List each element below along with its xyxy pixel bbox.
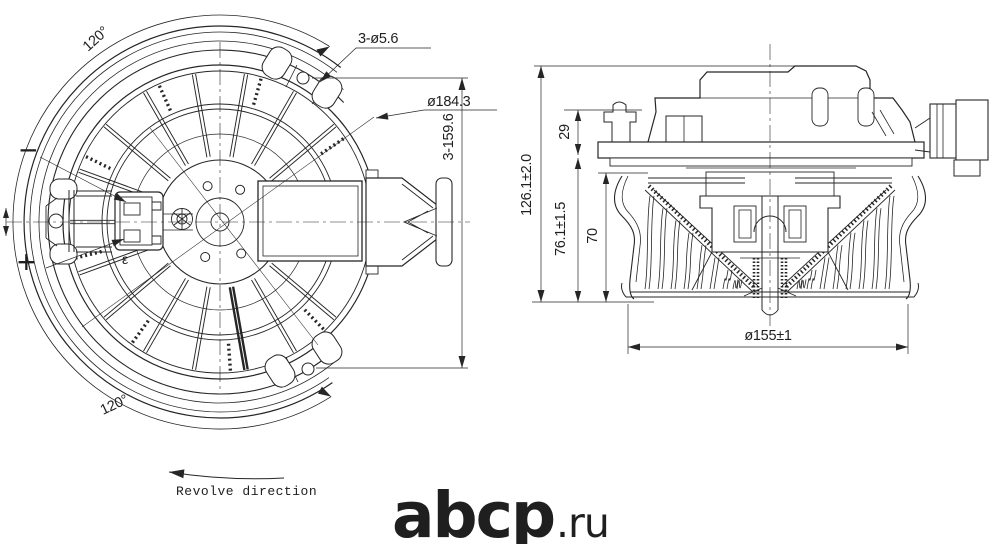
watermark-brand: abcp [392, 479, 554, 544]
hole-pitch-label: 3-159.6 [441, 113, 457, 160]
clip-mark: ε [122, 251, 128, 267]
angle-top-label: 120° [80, 24, 112, 55]
side-view [532, 44, 989, 354]
power-connector [114, 191, 193, 251]
front-view [3, 14, 497, 480]
wheel-blades [644, 195, 895, 290]
volute-outline [23, 25, 345, 419]
minus-polarity-mark: − [19, 132, 38, 168]
overall-height-label: 126.1±2.0 [519, 154, 535, 216]
angle-bottom-label: 120° [98, 392, 131, 419]
angle-dimension-arc [12, 14, 332, 430]
plus-polarity-mark: + [17, 244, 36, 280]
bolt-circle-label: ø184.3 [427, 94, 471, 110]
centerlines [6, 42, 470, 392]
fan-wheel [613, 167, 927, 316]
side-housing [597, 65, 925, 167]
mount-holes-label: 3-ø5.6 [358, 31, 398, 47]
flange-offset-label: 29 [557, 124, 573, 140]
revolve-direction-arrow [168, 469, 285, 480]
annotations: 120° 120° 3-ø5.6 ø184.3 3-159.6 − + ε Re… [17, 24, 792, 499]
body-height-label: 76.1±1.5 [553, 202, 569, 256]
side-view-dimensions [532, 65, 909, 354]
wheel-dia-label: ø155±1 [744, 328, 792, 344]
watermark-tld: .ru [556, 499, 609, 544]
wheel-height-label: 70 [585, 228, 601, 244]
watermark: abcp .ru [392, 479, 610, 544]
mount-lugs [45, 46, 343, 388]
outlet-duct [257, 180, 363, 262]
side-connector [914, 99, 989, 177]
left-bracket [45, 178, 112, 265]
revolve-direction-label: Revolve direction [176, 484, 317, 499]
front-view-dimensions [3, 47, 497, 369]
